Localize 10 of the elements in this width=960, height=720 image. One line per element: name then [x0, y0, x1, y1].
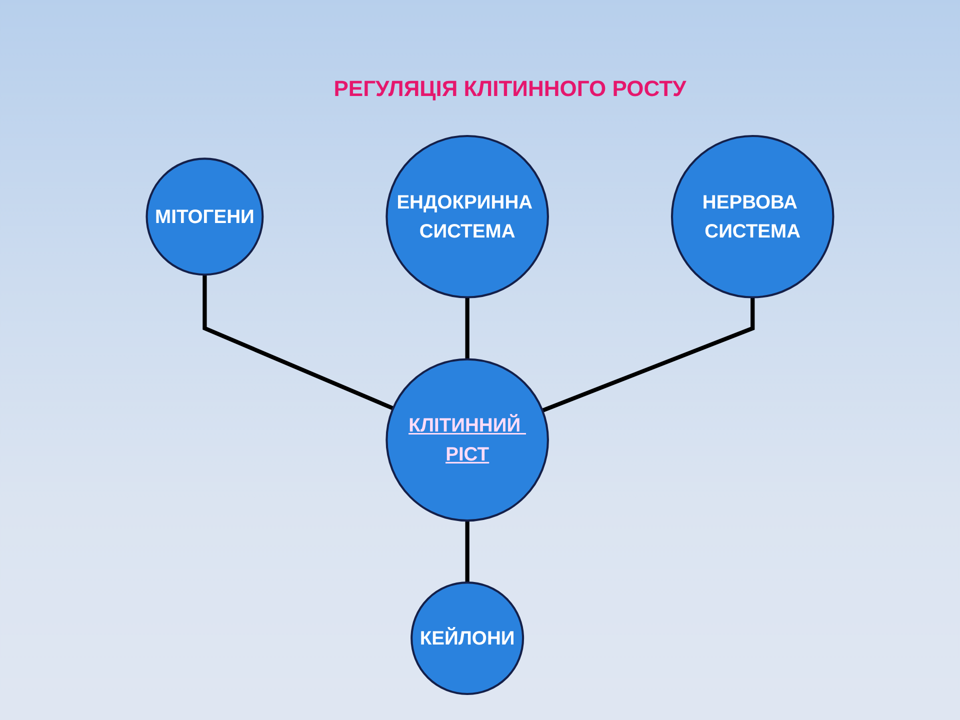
- node-circle: МІТОГЕНИ: [146, 158, 264, 276]
- connector: [465, 297, 470, 360]
- connector: [465, 520, 470, 583]
- connector: [542, 297, 755, 412]
- diagram-title: РЕГУЛЯЦІЯ КЛІТИННОГО РОСТУ: [332, 76, 688, 102]
- node-circle: КЛІТИННИЙ РІСТ: [386, 358, 549, 522]
- connector: [202, 274, 394, 410]
- node-circle: НЕРВОВА СИСТЕМА: [670, 135, 834, 298]
- node-circle: ЕНДОКРИННА СИСТЕМА: [386, 135, 549, 298]
- node-circle: КЕЙЛОНИ: [410, 582, 524, 695]
